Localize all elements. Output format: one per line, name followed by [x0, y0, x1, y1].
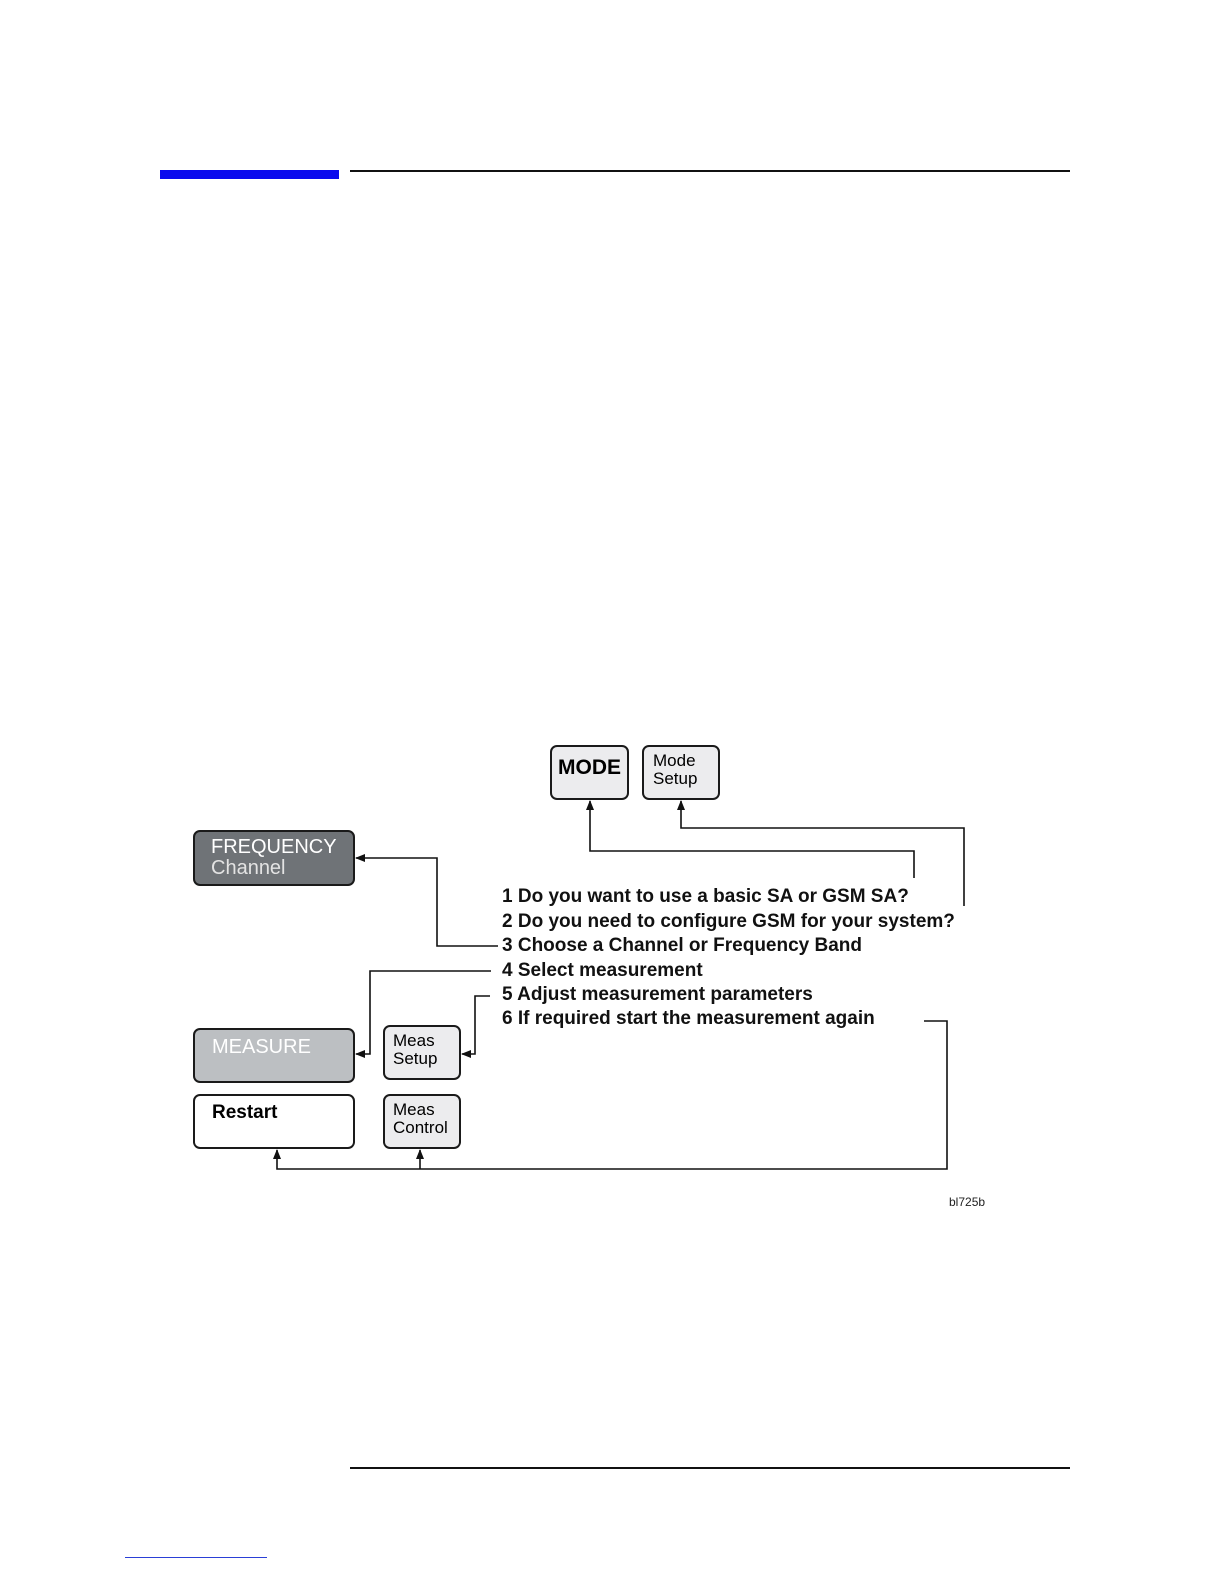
step-4: 4 Select measurement: [502, 960, 703, 981]
measure-key: MEASURE: [193, 1028, 355, 1083]
step-5: 5 Adjust measurement parameters: [502, 984, 813, 1005]
step-2: 2 Do you need to configure GSM for your …: [502, 911, 955, 932]
footer-rule: [350, 1467, 1070, 1469]
restart-key-label: Restart: [212, 1102, 278, 1123]
channel-key-label: Channel: [211, 857, 286, 879]
step-6: 6 If required start the measurement agai…: [502, 1008, 875, 1029]
header-accent-bar: [160, 170, 339, 179]
figure-id: bl725b: [949, 1195, 986, 1209]
connector-step1-mode: [586, 800, 915, 878]
mode-setup-key-label-2: Setup: [653, 768, 698, 788]
mode-key: MODE: [550, 745, 629, 800]
meas-setup-key-label-1: Meas: [393, 1031, 435, 1050]
header-rule: [350, 170, 1070, 172]
meas-control-key-label-1: Meas: [393, 1100, 435, 1119]
frequency-key-label: FREQUENCY: [211, 836, 337, 858]
meas-control-key-label-2: Control: [393, 1117, 448, 1137]
meas-setup-key: Meas Setup: [383, 1025, 461, 1080]
mode-key-label: MODE: [558, 756, 621, 779]
measure-key-label: MEASURE: [212, 1036, 311, 1058]
step-3: 3 Choose a Channel or Frequency Band: [502, 935, 863, 956]
footer-link-underline[interactable]: [125, 1557, 267, 1558]
connector-step4-measure: [355, 970, 491, 1058]
connector-step6-loop: [273, 1020, 948, 1170]
connector-step5-meas-setup: [461, 995, 490, 1058]
connector-step2-mode-setup: [677, 800, 965, 906]
mode-setup-key-label-1: Mode: [653, 751, 696, 770]
restart-key: Restart: [193, 1094, 355, 1149]
mode-setup-key: Mode Setup: [642, 745, 720, 800]
meas-control-key: Meas Control: [383, 1094, 461, 1149]
step-1: 1 Do you want to use a basic SA or GSM S…: [502, 886, 909, 907]
frequency-channel-key: FREQUENCY Channel: [193, 830, 355, 886]
connector-step3-frequency: [355, 854, 498, 947]
meas-setup-key-label-2: Setup: [393, 1048, 438, 1068]
